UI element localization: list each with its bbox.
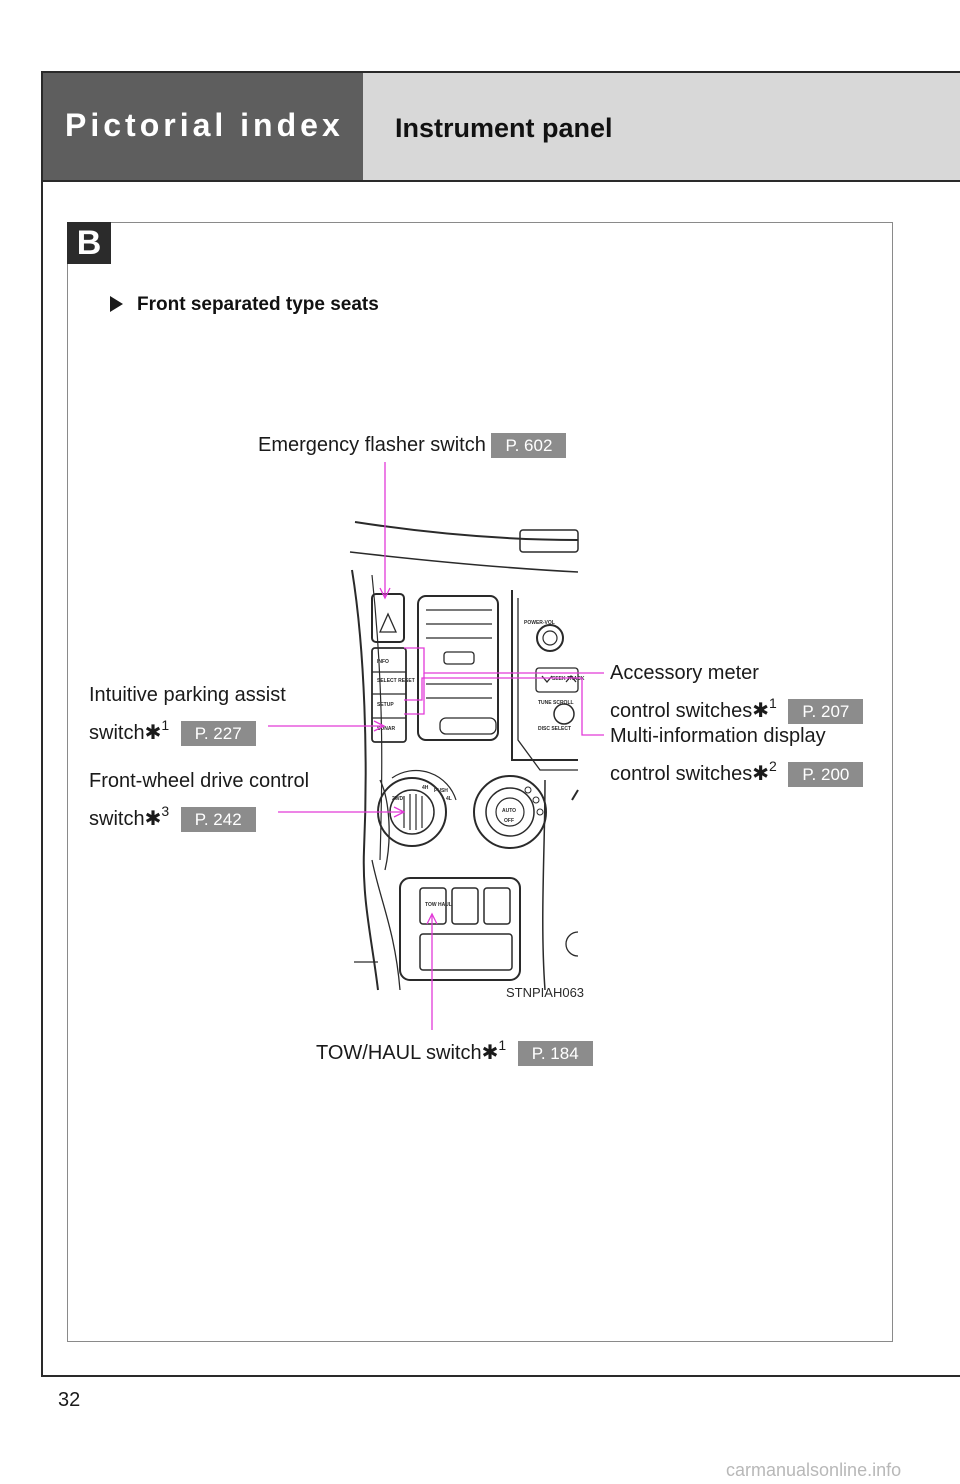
tow-haul-button-label: TOW HAUL: [425, 902, 452, 908]
watermark: carmanualsonline.info: [726, 1460, 902, 1480]
asterisk-icon: ✱: [144, 808, 162, 830]
climate-label-off: OFF: [504, 818, 514, 824]
knob-label-2wd: 2WD: [392, 796, 404, 802]
footnote-marker: 3: [161, 803, 170, 819]
button-label-select-reset: SELECT RESET: [377, 678, 415, 684]
fwd-control-page-ref[interactable]: P. 242: [180, 807, 256, 833]
multi-info-label-line2: control switches: [610, 763, 753, 785]
emergency-flasher-label: Emergency flasher switch: [258, 434, 486, 456]
section-title: Pictorial index: [65, 107, 344, 143]
content-box: [67, 222, 893, 1342]
multi-info-label-line1: Multi-information display: [610, 725, 826, 747]
fwd-control-callout: Front-wheel drive control switch✱3 P. 24…: [89, 766, 309, 834]
radio-label-seek-track: SEEK TRACK: [552, 676, 585, 682]
footnote-marker: 1: [161, 717, 170, 733]
asterisk-icon: ✱: [752, 763, 770, 785]
emergency-flasher-page-ref[interactable]: P. 602: [491, 433, 567, 459]
asterisk-icon: ✱: [752, 700, 770, 722]
knob-label-4h: 4H: [422, 785, 429, 791]
multi-info-callout: Multi-information display control switch…: [610, 721, 864, 789]
section-badge: B: [67, 222, 111, 264]
accessory-meter-label-line2: control switches: [610, 700, 753, 722]
section-heading: Front separated type seats: [110, 294, 379, 316]
parking-assist-label-line1: Intuitive parking assist: [89, 684, 286, 706]
footnote-marker: 1: [769, 695, 777, 711]
accessory-meter-label-line1: Accessory meter: [610, 662, 759, 684]
footnote-marker: 1: [498, 1037, 507, 1053]
figure-code: STNPIAH063: [506, 985, 585, 1000]
multi-info-page-ref[interactable]: P. 200: [788, 762, 864, 788]
button-label-info: INFO: [377, 659, 389, 665]
triangle-bullet-icon: [110, 296, 123, 312]
radio-label-tune-scroll: TUNE SCROLL: [538, 700, 574, 706]
page-frame: [41, 71, 960, 1377]
fwd-control-label-line2: switch: [89, 808, 145, 830]
parking-assist-page-ref[interactable]: P. 227: [180, 721, 256, 747]
radio-label-disc-select: DISC SELECT: [538, 726, 571, 732]
knob-label-push: PUSH: [434, 788, 448, 794]
page-header: Instrument panel: [363, 73, 960, 181]
button-label-setup: SETUP: [377, 702, 394, 708]
footnote-marker: 2: [769, 758, 777, 774]
fwd-control-label-line1: Front-wheel drive control: [89, 770, 310, 792]
accessory-meter-page-ref[interactable]: P. 207: [788, 699, 864, 725]
knob-label-4l: 4L: [446, 796, 452, 802]
tow-haul-callout: TOW/HAUL switch✱1 P. 184: [316, 1030, 593, 1068]
tow-haul-page-ref[interactable]: P. 184: [517, 1041, 593, 1067]
section-heading-text: Front separated type seats: [137, 294, 379, 315]
page-number: 32: [58, 1389, 81, 1411]
accessory-meter-callout: Accessory meter control switches✱1 P. 20…: [610, 658, 864, 726]
section-tab: Pictorial index: [43, 73, 363, 181]
header-divider: [43, 180, 960, 182]
emergency-flasher-callout: Emergency flasher switch P. 602: [258, 430, 567, 460]
parking-assist-callout: Intuitive parking assist switch✱1 P. 227: [89, 680, 286, 748]
parking-assist-label-line2: switch: [89, 722, 145, 744]
radio-label-power-vol: POWER-VOL: [524, 620, 555, 626]
asterisk-icon: ✱: [481, 1042, 499, 1064]
climate-label-auto: AUTO: [502, 808, 516, 814]
button-label-sonar: SONAR: [377, 726, 395, 732]
asterisk-icon: ✱: [144, 722, 162, 744]
page-title: Instrument panel: [395, 113, 613, 143]
tow-haul-label: TOW/HAUL switch: [316, 1042, 482, 1064]
